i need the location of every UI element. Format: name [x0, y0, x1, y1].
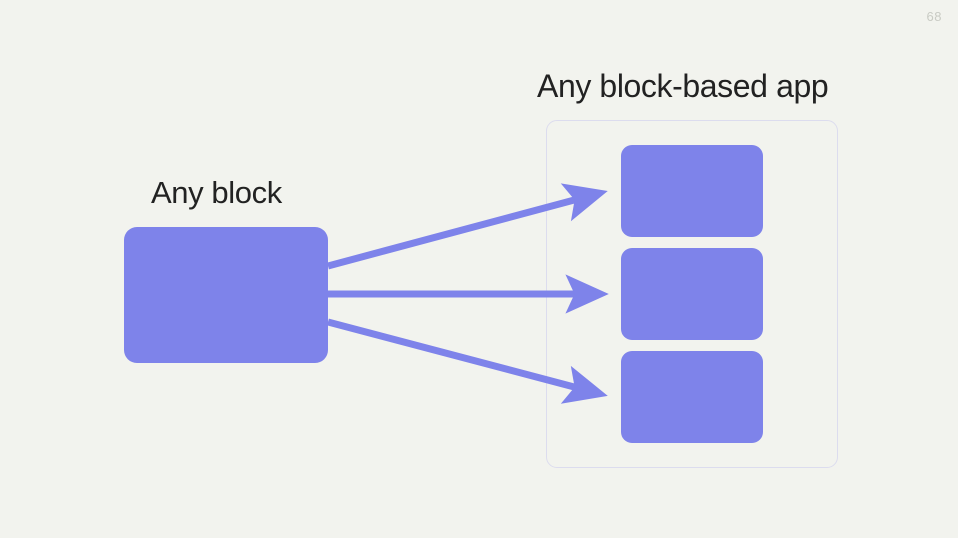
- any-block-label: Any block: [151, 175, 282, 210]
- any-block-shape: [124, 227, 328, 363]
- app-block-2: [621, 248, 763, 340]
- page-number: 68: [926, 9, 942, 24]
- app-title: Any block-based app: [537, 68, 829, 104]
- app-block-1: [621, 145, 763, 237]
- app-block-3: [621, 351, 763, 443]
